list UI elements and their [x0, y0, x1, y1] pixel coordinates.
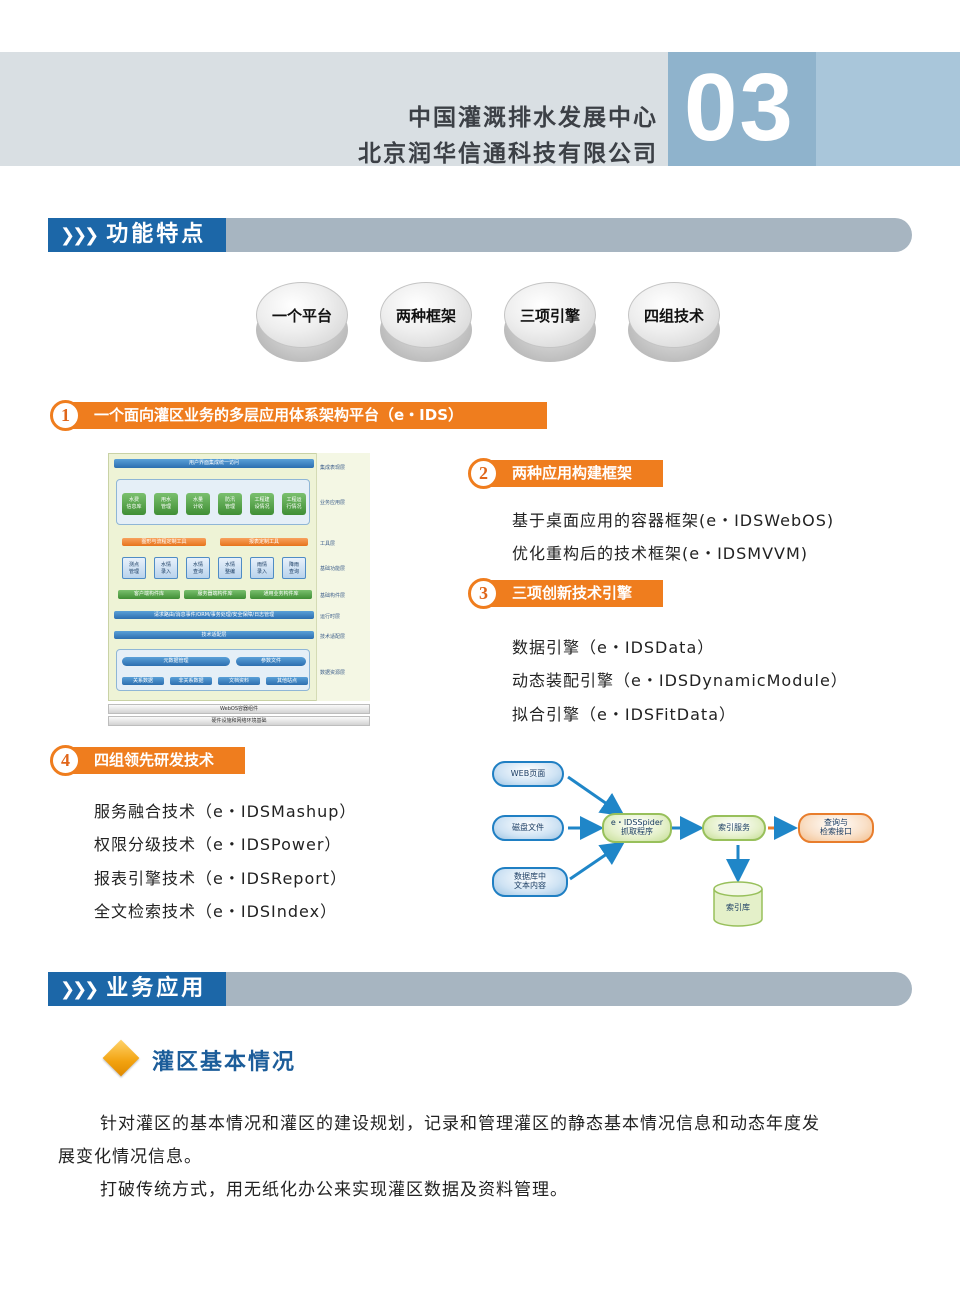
- number-badge: 4: [50, 745, 81, 776]
- flow-node-web: WEB页面: [492, 761, 564, 787]
- arch-adapter-bar: 技术适配层: [114, 631, 314, 639]
- technology-line: 报表引擎技术（e・IDSReport）: [94, 869, 348, 888]
- arch-component-bar: 客户端构件库: [118, 590, 180, 599]
- flow-node-disk: 磁盘文件: [492, 815, 564, 841]
- diamond-bullet-icon: [102, 1039, 140, 1077]
- chevron-right-icon: ❯❯❯: [60, 979, 99, 1000]
- pill-label: 四组技术: [628, 282, 720, 348]
- arch-layer-label: 基础功能层: [320, 566, 346, 572]
- arch-data-item: 文档资料: [218, 677, 260, 685]
- page-number: 03: [684, 54, 795, 161]
- technology-line: 权限分级技术（e・IDSPower）: [94, 835, 342, 854]
- pill-four-technologies: 四组技术: [628, 282, 720, 364]
- arch-function-tile: 水情 录入: [154, 557, 178, 579]
- header-right-block: [816, 52, 960, 166]
- item-title: 四组领先研发技术: [94, 751, 215, 769]
- arch-layer-label: 数据资源层: [320, 670, 346, 676]
- arch-business-tile: 水费 信息库: [122, 493, 146, 515]
- framework-line: 基于桌面应用的容器框架(e・IDSWebOS): [512, 511, 835, 530]
- arch-tool-bar: 图形与流程定制工具: [122, 538, 206, 546]
- subsection-title: 灌区基本情况: [152, 1050, 297, 1075]
- flow-node-spider: e・IDSSpider 抓取程序: [602, 813, 672, 843]
- paragraph-line: 展变化情况信息。: [58, 1147, 202, 1167]
- number-badge: 3: [468, 578, 499, 609]
- arch-business-tile: 水量 计收: [186, 493, 210, 515]
- chevron-right-icon: ❯❯❯: [60, 225, 99, 246]
- arch-business-tile: 用水 管理: [154, 493, 178, 515]
- arch-business-box: [116, 479, 310, 525]
- engine-line: 拟合引擎（e・IDSFitData）: [512, 705, 737, 724]
- pill-label: 三项引擎: [504, 282, 596, 348]
- item-title: 三项创新技术引擎: [512, 584, 633, 602]
- technology-line: 服务融合技术（e・IDSMashup）: [94, 802, 357, 821]
- flow-node-query: 查询与 检索接口: [798, 813, 874, 843]
- search-flow-diagram: WEB页面 磁盘文件 数据库中 文本内容 e・IDSSpider 抓取程序 索引…: [490, 757, 890, 932]
- arch-data-bar: 元数据管理: [122, 657, 230, 666]
- arch-data-bar: 参数文件: [236, 657, 306, 666]
- arch-business-tile: 防汛 管理: [218, 493, 242, 515]
- pill-one-platform: 一个平台: [256, 282, 348, 364]
- flow-node-index-db: 索引库: [726, 903, 750, 912]
- number-badge: 2: [468, 458, 499, 489]
- engine-line: 数据引擎（e・IDSData）: [512, 638, 715, 657]
- paragraph-line: 针对灌区的基本情况和灌区的建设规划，记录和管理灌区的静态基本情况信息和动态年度发: [100, 1114, 820, 1134]
- arch-function-tile: 降雨 查询: [282, 557, 306, 579]
- item-heading-2: 2 两种应用构建框架: [468, 458, 663, 489]
- pill-label: 一个平台: [256, 282, 348, 348]
- arch-business-tile: 工程建 设情况: [250, 493, 274, 515]
- arch-layer-label: 基础构件层: [320, 593, 346, 599]
- flow-arrows: [567, 775, 798, 883]
- section-bar-features: ❯❯❯ 功能特点: [48, 218, 912, 252]
- engine-line: 动态装配引擎（e・IDSDynamicModule）: [512, 671, 848, 690]
- item-heading-4: 4 四组领先研发技术: [50, 745, 245, 776]
- org-name-line1: 中国灌溉排水发展中心: [408, 105, 658, 131]
- org-name-line2: 北京润华信通科技有限公司: [358, 141, 658, 167]
- arch-top-bar: 用户界面集成统一访问: [114, 459, 314, 468]
- arch-runtime-bar: 请求路由/消息事件/ORM/事务处理/安全保障/日志管理: [114, 611, 314, 619]
- section-title: 业务应用: [106, 976, 207, 1001]
- item-title: 一个面向灌区业务的多层应用体系架构平台（e・IDS）: [94, 406, 464, 424]
- technology-line: 全文检索技术（e・IDSIndex）: [94, 902, 338, 921]
- arch-function-tile: 水情 查询: [186, 557, 210, 579]
- arch-layer-label: 集成表现层: [320, 465, 346, 471]
- arch-component-bar: 服务器端构件库: [184, 590, 246, 599]
- flow-node-index-service: 索引服务: [702, 815, 766, 841]
- page-number-block: [668, 52, 816, 166]
- arch-layer-label: 运行时层: [320, 614, 341, 620]
- arch-layer-label: 工具层: [320, 541, 336, 547]
- arch-bottom-bar: 硬件设施和网络环境基础: [108, 716, 370, 726]
- pill-two-frameworks: 两种框架: [380, 282, 472, 364]
- arch-data-item: 其他站点: [266, 677, 308, 685]
- architecture-diagram: 用户界面集成统一访问 水费 信息库 用水 管理 水量 计收 防汛 管理 工程建 …: [108, 453, 370, 727]
- framework-line: 优化重构后的技术框架(e・IDSMVVM): [512, 544, 809, 563]
- paragraph-line: 打破传统方式，用无纸化办公来实现灌区数据及资料管理。: [100, 1180, 568, 1200]
- arch-function-tile: 测点 管理: [122, 557, 146, 579]
- arch-tool-bar: 报表定制工具: [220, 538, 308, 546]
- item-heading-3: 3 三项创新技术引擎: [468, 578, 663, 609]
- arch-business-tile: 工程运 行情况: [282, 493, 306, 515]
- section-bar-business: ❯❯❯ 业务应用: [48, 972, 912, 1006]
- item-heading-1: 1 一个面向灌区业务的多层应用体系架构平台（e・IDS）: [50, 400, 547, 431]
- arch-data-item: 关系数据: [122, 677, 164, 685]
- arch-layer-label: 技术适配层: [320, 634, 346, 640]
- flow-node-db: 数据库中 文本内容: [492, 867, 568, 897]
- pill-three-engines: 三项引擎: [504, 282, 596, 364]
- pill-label: 两种框架: [380, 282, 472, 348]
- arch-function-tile: 水情 整编: [218, 557, 242, 579]
- section-tab-business: ❯❯❯ 业务应用: [48, 972, 226, 1006]
- item-title: 两种应用构建框架: [512, 464, 633, 482]
- arch-layer-label: 业务应用层: [320, 500, 346, 506]
- number-badge: 1: [50, 400, 81, 431]
- database-icon: [713, 881, 763, 927]
- section-tab-features: ❯❯❯ 功能特点: [48, 218, 226, 252]
- section-title: 功能特点: [106, 222, 207, 247]
- arch-bottom-bar: WebOS容器组件: [108, 704, 370, 714]
- arch-component-bar: 通用业务构件库: [250, 590, 312, 599]
- arch-data-item: 非关系数据: [170, 677, 212, 685]
- arch-function-tile: 雨情 录入: [250, 557, 274, 579]
